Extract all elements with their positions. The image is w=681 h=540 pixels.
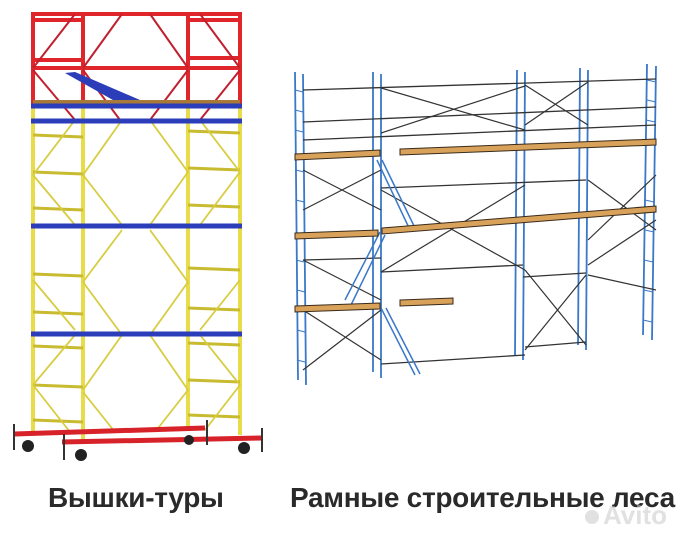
mobile-tower-caption: Вышки-туры — [48, 482, 224, 513]
mobile-tower-scaffold-image — [13, 12, 263, 461]
watermark-text: Avito — [603, 500, 668, 530]
avito-logo-icon — [585, 510, 599, 525]
avito-watermark: Avito — [585, 500, 667, 531]
frame-scaffolding-image — [294, 63, 657, 386]
frame-scaffolding-caption: Рамные строительные леса — [290, 482, 675, 513]
